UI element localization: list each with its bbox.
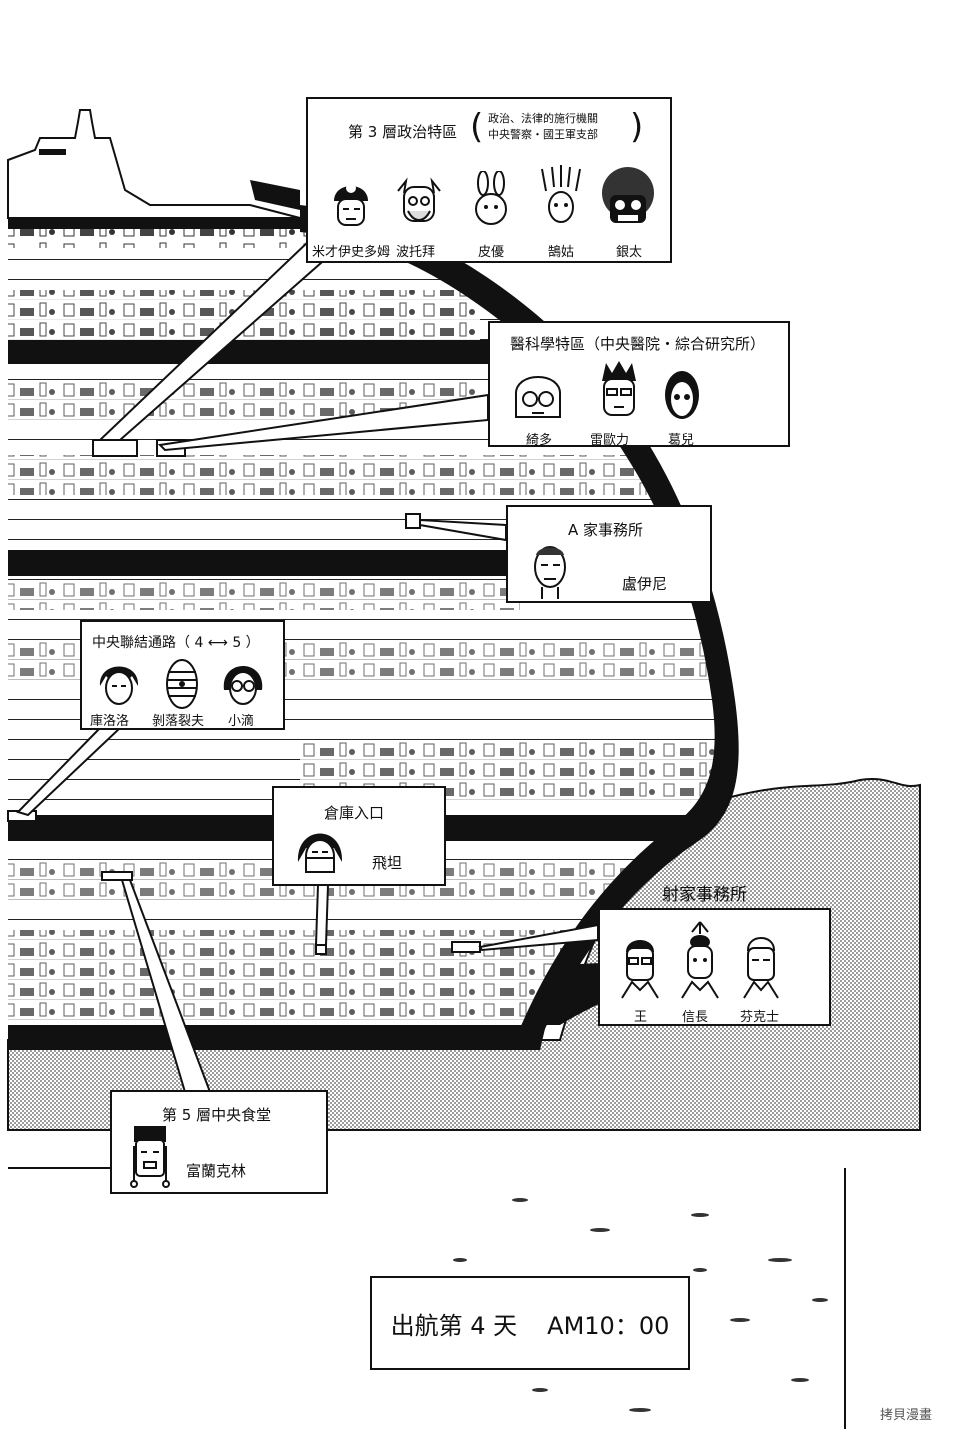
callout-title: 中央聯結通路（ 4 ⟷ 5 ） <box>92 635 260 651</box>
character-face-icon <box>475 171 507 225</box>
note-line: 政治、法律的施行機關 <box>488 112 598 125</box>
callout-medical: 醫科學特區（中央醫院・綜合研究所） 綺多 雷歐力 葛兒 <box>488 321 790 448</box>
character-face-icon <box>541 165 581 223</box>
callout-politics: 第 3 層政治特區 ( 政治、法律的施行機關 中央警察・國王軍支部 ) 米才伊史… <box>306 97 672 263</box>
character-name: 庫洛洛 <box>90 714 130 729</box>
character-name: 盧伊尼 <box>622 575 668 593</box>
note-line: 中央警察・國王軍支部 <box>488 128 598 141</box>
character-face-icon <box>743 937 779 999</box>
character-name: 信長 <box>682 1010 709 1025</box>
character-name: 銀太 <box>616 245 643 260</box>
callout-title: 倉庫入口 <box>324 804 385 822</box>
paren-left: ( <box>470 107 484 147</box>
callout-title: 第 3 層政治特區 <box>348 123 458 141</box>
character-face-icon <box>99 666 139 705</box>
callout-a-office: A 家事務所 盧伊尼 <box>506 505 712 603</box>
character-face-icon <box>621 940 659 999</box>
character-name: 波托拜 <box>396 245 436 260</box>
character-name: 葛兒 <box>668 433 695 448</box>
character-name: 米才伊史多姆 <box>312 245 391 260</box>
callout-warehouse: 倉庫入口 飛坦 <box>272 786 446 886</box>
character-face-icon <box>681 921 719 999</box>
voyage-day: 出航第 4 天 <box>390 1311 518 1340</box>
character-name: 鵠姑 <box>548 245 575 260</box>
time-caption: 出航第 4 天 AM10：00 <box>370 1276 690 1370</box>
character-name: 綺多 <box>526 433 553 448</box>
watermark: 拷貝漫畫 <box>880 1408 933 1423</box>
character-face-icon <box>602 361 636 416</box>
character-face-icon <box>297 833 343 873</box>
character-name: 王 <box>634 1010 648 1025</box>
callout-title: 醫科學特區（中央醫院・綜合研究所） <box>510 335 766 353</box>
character-name: 飛坦 <box>372 854 403 872</box>
character-name: 芬克士 <box>740 1010 780 1025</box>
callout-corridor: 中央聯結通路（ 4 ⟷ 5 ） 庫洛洛 剝落裂夫 小滴 <box>80 620 285 730</box>
character-name: 剝落裂夫 <box>152 714 205 729</box>
paren-right: ) <box>630 107 644 147</box>
character-face-icon <box>602 167 654 223</box>
callout-title: 第 5 層中央食堂 <box>162 1106 272 1124</box>
character-name: 皮優 <box>478 245 505 260</box>
callout-she-office: 王 信長 芬克士 <box>598 908 831 1026</box>
character-face-icon <box>665 371 699 419</box>
character-name: 雷歐力 <box>590 433 630 448</box>
character-face-icon <box>130 1126 170 1188</box>
character-face-icon <box>223 666 263 705</box>
she-office-caption: 射家事務所 <box>662 885 747 905</box>
character-face-icon <box>534 546 566 599</box>
character-name: 富蘭克林 <box>186 1162 247 1180</box>
ship-top-deck <box>7 109 301 219</box>
character-face-icon <box>166 659 198 709</box>
callout-note: 政治、法律的施行機關 中央警察・國王軍支部 <box>488 111 598 143</box>
callout-canteen: 第 5 層中央食堂 富蘭克林 <box>110 1090 328 1194</box>
character-face-icon <box>397 177 441 222</box>
character-name: 小滴 <box>228 714 255 729</box>
character-face-icon <box>514 376 562 418</box>
clock-time: AM10：00 <box>547 1311 670 1340</box>
callout-title: A 家事務所 <box>568 521 644 539</box>
character-face-icon <box>334 183 368 226</box>
